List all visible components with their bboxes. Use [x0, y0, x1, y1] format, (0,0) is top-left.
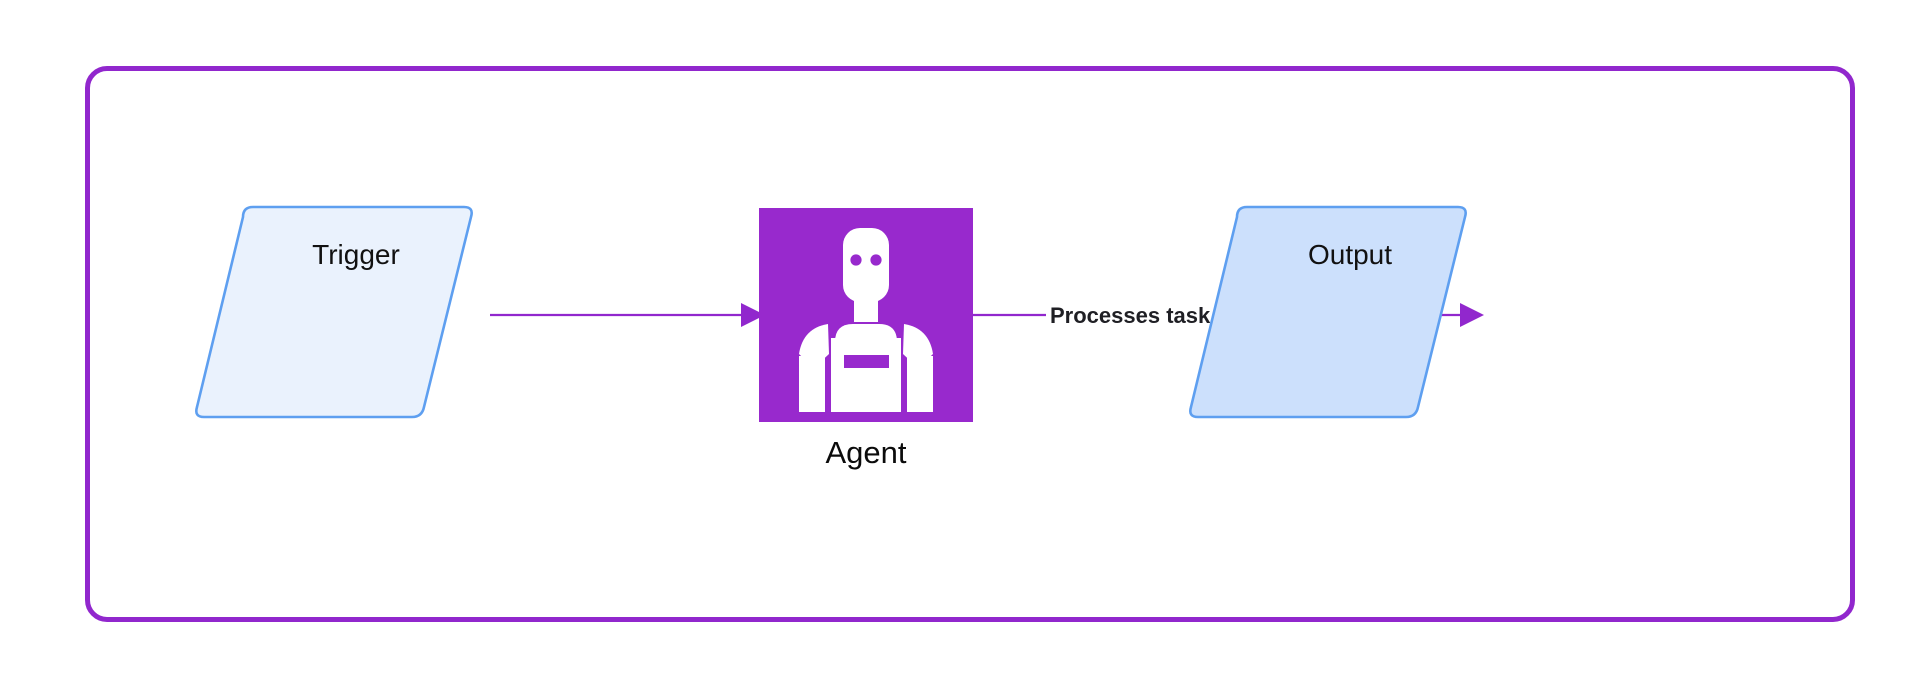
node-trigger[interactable] — [186, 195, 526, 435]
node-trigger-label: Trigger — [312, 239, 400, 270]
node-output[interactable] — [1180, 195, 1520, 435]
node-output-label: Output — [1307, 239, 1393, 270]
robot-icon — [799, 228, 933, 412]
node-agent[interactable] — [759, 208, 973, 422]
trigger-shape — [195, 205, 473, 419]
edge-agent-output-label: Processes task — [1046, 303, 1215, 330]
node-agent-label: Agent — [825, 435, 907, 470]
output-shape — [1189, 205, 1467, 419]
